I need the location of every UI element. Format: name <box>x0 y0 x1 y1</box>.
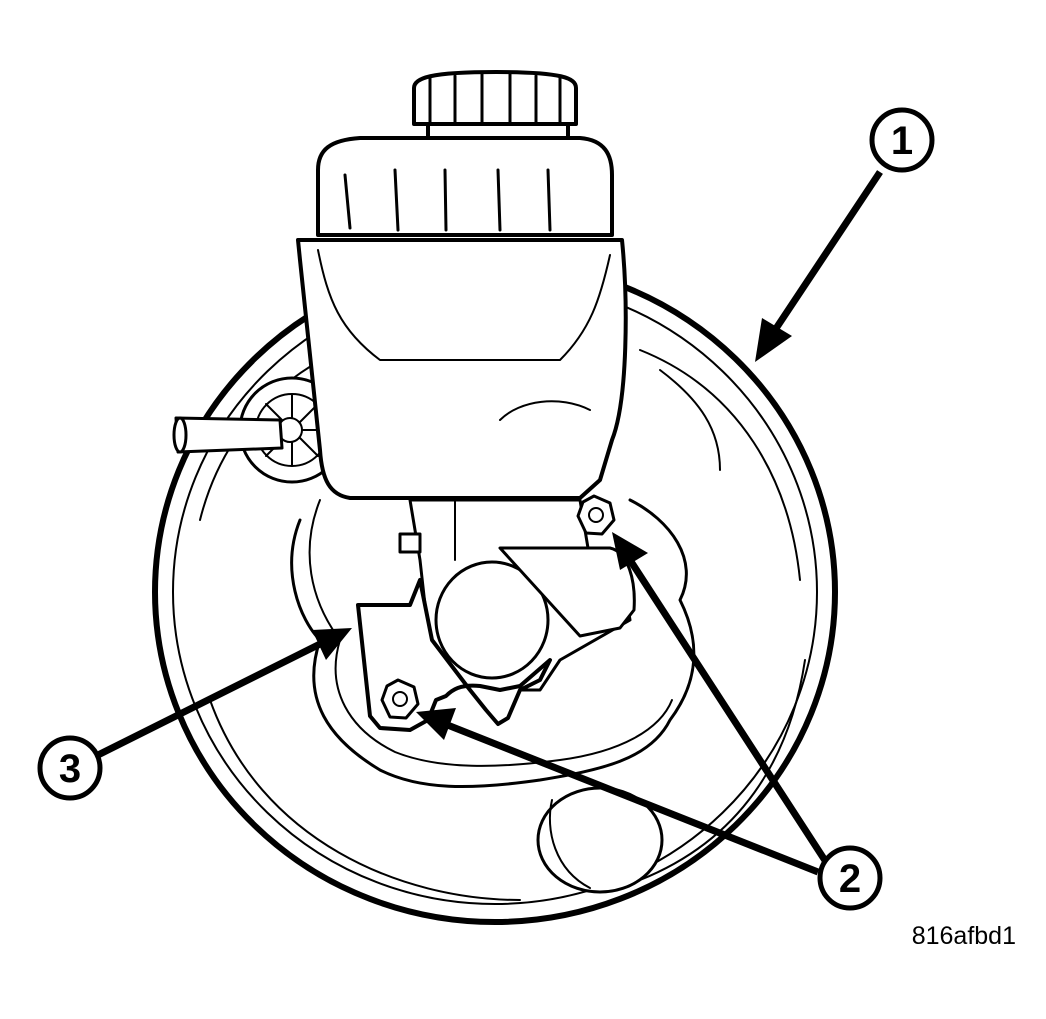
figure-id: 816afbd1 <box>911 922 1016 950</box>
master-cylinder <box>398 498 636 692</box>
callout-1-label: 1 <box>891 119 913 163</box>
callout-1: 1 <box>869 107 935 173</box>
callout-2: 2 <box>817 845 883 911</box>
mounting-nut-upper <box>576 494 616 536</box>
callout-2-label: 2 <box>839 857 861 901</box>
callout-3: 3 <box>37 735 103 801</box>
fluid-reservoir <box>296 70 628 500</box>
leader-arrows <box>96 170 883 876</box>
mounting-nut-lower <box>380 678 420 720</box>
callout-3-label: 3 <box>59 747 81 791</box>
